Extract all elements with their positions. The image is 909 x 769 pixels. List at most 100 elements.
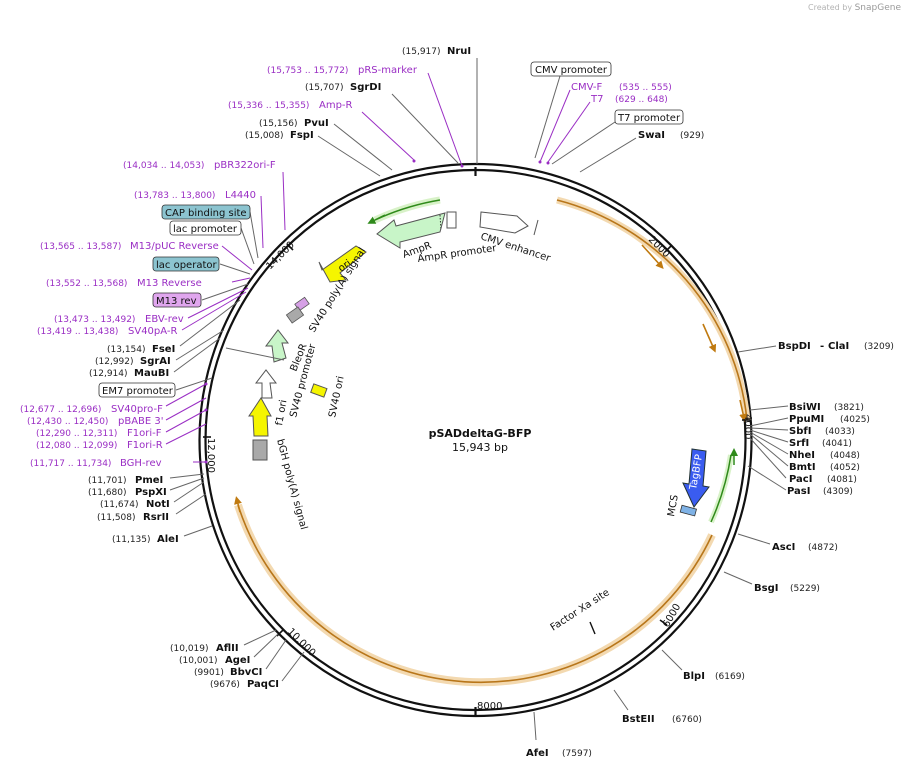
enzyme-asci: AscI [772, 542, 795, 553]
leader-ppumi [749, 417, 789, 427]
enzyme-blpi: BlpI [683, 671, 705, 682]
leader-sv40pro [165, 383, 207, 407]
enzyme-srfi-pos: (4041) [822, 439, 852, 449]
primer-m13rev-range: (13,552 .. 13,568) [46, 279, 127, 289]
feature-sv40-ori: SV40 ori [327, 375, 347, 418]
enzyme-bsgi: BsgI [754, 583, 778, 594]
primer-amp-r: Amp-R [319, 100, 353, 111]
leader-paqci [281, 651, 305, 682]
leader-prs-marker [427, 72, 463, 167]
leader-bleor-mark [225, 347, 285, 361]
feature-f1-ori: f1 ori [274, 399, 289, 427]
orange-feature-upper [556, 199, 748, 421]
m13-rev-box [152, 292, 202, 308]
enzyme-maubi: MauBI [134, 368, 169, 379]
leader-sv40pa [181, 291, 247, 331]
leader-sgrai [175, 329, 225, 361]
enzyme-paci-pos: (4081) [827, 475, 857, 485]
leader-m13-box [201, 283, 249, 301]
leader-aflii [243, 629, 277, 646]
green-feature-right [710, 454, 732, 523]
primer-t7: T7 [590, 94, 603, 105]
leader-cmv-f [539, 89, 571, 163]
primer-pbabe: pBABE 3' [118, 416, 164, 427]
leader-pmei [169, 473, 205, 479]
enzyme-pvui-pos: (15,156) [259, 119, 298, 129]
primer-sv40pa: SV40pA-R [128, 326, 177, 337]
feature-bgh-polya: bGH poly(A) signal [274, 438, 309, 531]
factor-xa-mark [589, 621, 596, 635]
primer-m13puc: M13/pUC Reverse [130, 241, 219, 252]
leader-paci [749, 437, 787, 479]
enzyme-bsgi-pos: (5229) [790, 584, 820, 594]
sv40-polya-block [285, 306, 305, 324]
enzyme-ppumi-pos: (4025) [840, 415, 870, 425]
leader-f1ori-f [165, 409, 207, 433]
leader-sbfi [749, 427, 789, 431]
enzyme-bsiwi: BsiWI [789, 402, 821, 413]
enzyme-nrui: NruI [447, 46, 471, 57]
enzyme-sgrai-pos: (12,992) [95, 357, 134, 367]
enzyme-pasi-pos: (4309) [823, 487, 853, 497]
em7-promoter-box [98, 382, 176, 398]
enzyme-pspxi: PspXI [135, 487, 167, 498]
leader-em7 [175, 377, 213, 391]
leader-rsrii [175, 493, 207, 515]
leader-fsei [179, 299, 241, 347]
enzyme-bspdi: BspDI [778, 341, 811, 352]
enzyme-sgrai: SgrAI [140, 356, 171, 367]
leader-noti [173, 481, 205, 503]
enzyme-sgrdi-pos: (15,707) [305, 83, 344, 93]
leader-lac-operator [219, 263, 251, 275]
orange-arrow-3 [739, 399, 748, 422]
sv40-promoter-arrow [254, 369, 278, 399]
primer-site-cmv-f [538, 160, 542, 164]
leader-m13rev [231, 277, 251, 283]
leader-f1ori-r [165, 423, 207, 445]
leader-bmti [749, 433, 789, 467]
primer-site-bgh [204, 460, 208, 464]
feature-mcs: MCS [666, 494, 681, 518]
label-cmv-promoter: CMV promoter [535, 65, 608, 76]
enzyme-srfi: SrfI [789, 438, 809, 449]
leader-pbr322 [282, 171, 286, 231]
enzyme-clai-dash: - [820, 341, 824, 352]
t7-promoter-box [614, 109, 684, 125]
green-feature-right-glow [708, 454, 734, 524]
leader-maubi [173, 337, 221, 373]
watermark-prefix: Created by [808, 3, 853, 12]
enzyme-pmei-pos: (11,701) [88, 476, 127, 486]
leader-lac-promoter [240, 227, 255, 265]
enzyme-asci-pos: (4872) [808, 543, 838, 553]
primer-prs-marker-range: (15,753 .. 15,772) [267, 66, 348, 76]
orange-feature-lower [237, 504, 713, 684]
primer-ebv-range: (13,473 .. 13,492) [54, 315, 135, 325]
enzyme-paqci: PaqCI [247, 679, 279, 690]
label-t7-promoter: T7 promoter [617, 113, 681, 124]
enzyme-noti-pos: (11,674) [100, 500, 139, 510]
enzyme-agei-pos: (10,001) [179, 656, 218, 666]
cmv-enhancer-arrow [479, 211, 529, 234]
primer-prs-marker: pRS-marker [358, 65, 418, 76]
enzyme-aflii-pos: (10,019) [170, 644, 209, 654]
label-lac-promoter: lac promoter [173, 224, 238, 235]
orange-arrow-2 [702, 323, 717, 353]
enzyme-alei-pos: (11,135) [112, 535, 151, 545]
plasmid-size: 15,943 bp [452, 441, 508, 454]
primer-f1ori-f: F1ori-F [127, 428, 162, 439]
tick-14000-mark [286, 243, 294, 251]
leader-t7 [547, 101, 591, 163]
label-m13-rev: M13 rev [156, 296, 197, 307]
leader-bsteii [613, 689, 629, 711]
enzyme-clai: ClaI [828, 341, 849, 352]
tick-6000-mark [659, 619, 668, 626]
enzyme-bmti-pos: (4052) [830, 463, 860, 473]
cap-binding-box [161, 204, 251, 220]
leader-pspxi [169, 477, 205, 491]
leader-cap [249, 211, 259, 259]
enzyme-sbfi: SbfI [789, 426, 811, 437]
feature-factor-xa: Factor Xa site [549, 587, 612, 633]
enzyme-paci: PacI [789, 474, 812, 485]
leader-srfi [749, 429, 789, 443]
